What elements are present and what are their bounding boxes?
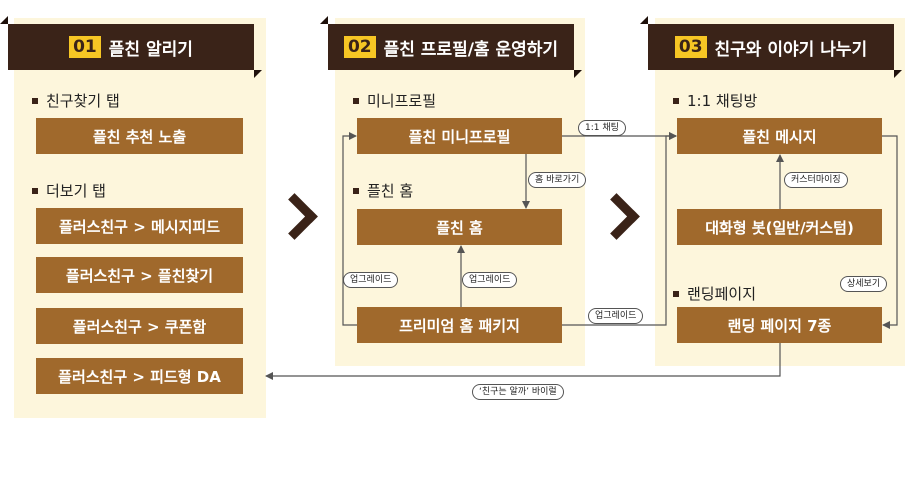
bullet-icon xyxy=(353,97,359,104)
box-feed-da: 플러스친구 > 피드형 DA xyxy=(36,358,243,394)
bullet-icon xyxy=(673,97,679,104)
arrow-viral xyxy=(265,343,781,380)
column-2-title: 플친 프로필/홈 운영하기 xyxy=(383,39,559,60)
box-premium-home-package: 프리미엄 홈 패키지 xyxy=(357,307,562,343)
arrow-upgrade-left xyxy=(342,132,357,326)
bullet-icon xyxy=(353,187,359,194)
label-chat: 1:1 채팅 xyxy=(578,120,626,136)
bullet-icon xyxy=(32,187,38,194)
bullet-icon xyxy=(32,97,38,104)
arrow-details xyxy=(882,135,898,329)
box-mini-profile: 플친 미니프로필 xyxy=(357,118,562,154)
section-friend-search-tab: 친구찾기 탭 xyxy=(32,90,120,111)
section-mini-profile: 미니프로필 xyxy=(353,90,436,111)
bullet-icon xyxy=(673,290,679,297)
column-1-header: 01 플친 알리기 xyxy=(0,16,262,78)
label-upgrade-right: 업그레이드 xyxy=(588,308,644,324)
label-home-shortcut: 홈 바로가기 xyxy=(528,172,587,188)
label-upgrade-mid: 업그레이드 xyxy=(462,272,518,288)
section-plus-friend-home: 플친 홈 xyxy=(353,180,413,201)
box-coupon: 플러스친구 > 쿠폰함 xyxy=(36,308,243,344)
column-3-header: 03 친구와 이야기 나누기 xyxy=(640,16,902,78)
box-plus-friend-message: 플친 메시지 xyxy=(677,118,882,154)
step-number: 02 xyxy=(343,36,376,58)
box-plus-friend-recommend: 플친 추천 노출 xyxy=(36,118,243,154)
column-2-header: 02 플친 프로필/홈 운영하기 xyxy=(320,16,582,78)
label-viral: ‘친구는 알까’ 바이럴 xyxy=(472,384,564,400)
section-more-tab: 더보기 탭 xyxy=(32,180,106,201)
box-plus-friend-home: 플친 홈 xyxy=(357,209,562,245)
box-landing-page: 랜딩 페이지 7종 xyxy=(677,307,882,343)
label-customizing: 커스터마이징 xyxy=(784,172,848,188)
arrow-upgrade-right xyxy=(562,132,677,326)
label-upgrade-left: 업그레이드 xyxy=(343,272,399,288)
step-number: 03 xyxy=(674,36,707,58)
column-1-title: 플친 알리기 xyxy=(108,39,193,60)
box-chatbot: 대화형 봇(일반/커스텀) xyxy=(677,209,882,245)
section-landing-page: 랜딩페이지 xyxy=(673,283,756,304)
box-message-feed: 플러스친구 > 메시지피드 xyxy=(36,208,243,244)
label-details: 상세보기 xyxy=(840,276,888,292)
step-number: 01 xyxy=(69,36,101,58)
section-chat-room: 1:1 채팅방 xyxy=(673,90,757,111)
column-3-title: 친구와 이야기 나누기 xyxy=(714,39,868,60)
box-find-friends: 플러스친구 > 플친찾기 xyxy=(36,257,243,293)
